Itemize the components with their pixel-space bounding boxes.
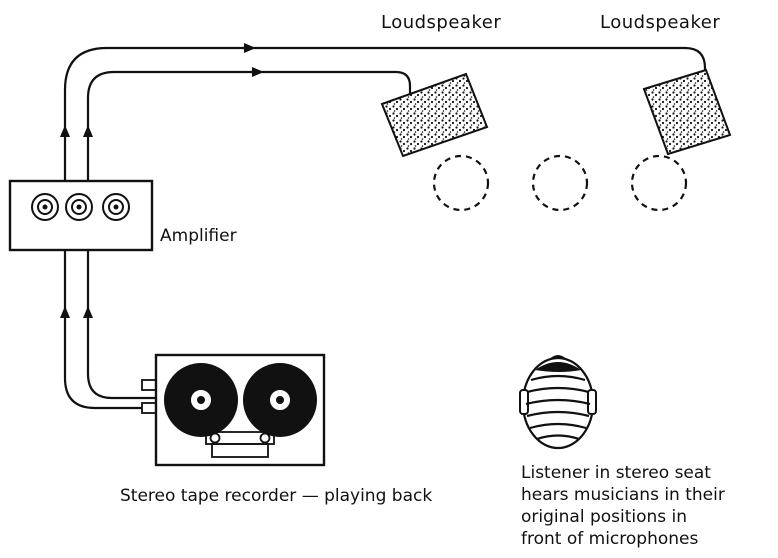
- knob-icon: [31, 193, 59, 221]
- loudspeaker-right-label: Loudspeaker: [600, 12, 721, 33]
- amplifier-label: Amplifier: [160, 226, 237, 246]
- inner-cable: [86, 70, 412, 400]
- tape-reel-icon: [243, 363, 317, 437]
- outer-cable: [63, 46, 707, 410]
- tape-recorder: [141, 353, 326, 467]
- listener-caption-line: front of microphones: [521, 529, 699, 549]
- listener-head-icon: [519, 355, 597, 450]
- tape-head-assembly: [205, 431, 275, 458]
- musician-positions: [432, 154, 688, 212]
- amplifier: [8, 179, 154, 252]
- arrow-icon: [60, 125, 70, 137]
- tape-reel-icon: [164, 363, 238, 437]
- loudspeaker-left: [380, 72, 489, 158]
- dashed-circle-icon: [630, 154, 688, 212]
- knob-icon: [102, 193, 130, 221]
- listener-caption-line: original positions in: [521, 507, 688, 527]
- loudspeaker-left-label: Loudspeaker: [381, 12, 502, 33]
- listener-caption-line: Listener in stereo seat: [521, 463, 711, 483]
- signal-cables: [63, 46, 707, 410]
- tape-recorder-label: Stereo tape recorder — playing back: [120, 486, 433, 506]
- listener-caption-line: hears musicians in their: [521, 485, 725, 505]
- dashed-circle-icon: [531, 154, 589, 212]
- dashed-circle-icon: [432, 154, 490, 212]
- arrow-icon: [244, 43, 256, 53]
- signal-arrows: [60, 43, 264, 318]
- arrow-icon: [83, 125, 93, 137]
- loudspeaker-right: [642, 68, 732, 156]
- arrow-icon: [252, 67, 264, 77]
- arrow-icon: [83, 306, 93, 318]
- knob-icon: [65, 193, 93, 221]
- arrow-icon: [60, 306, 70, 318]
- listener-caption: Listener in stereo seat hears musicians …: [521, 462, 725, 550]
